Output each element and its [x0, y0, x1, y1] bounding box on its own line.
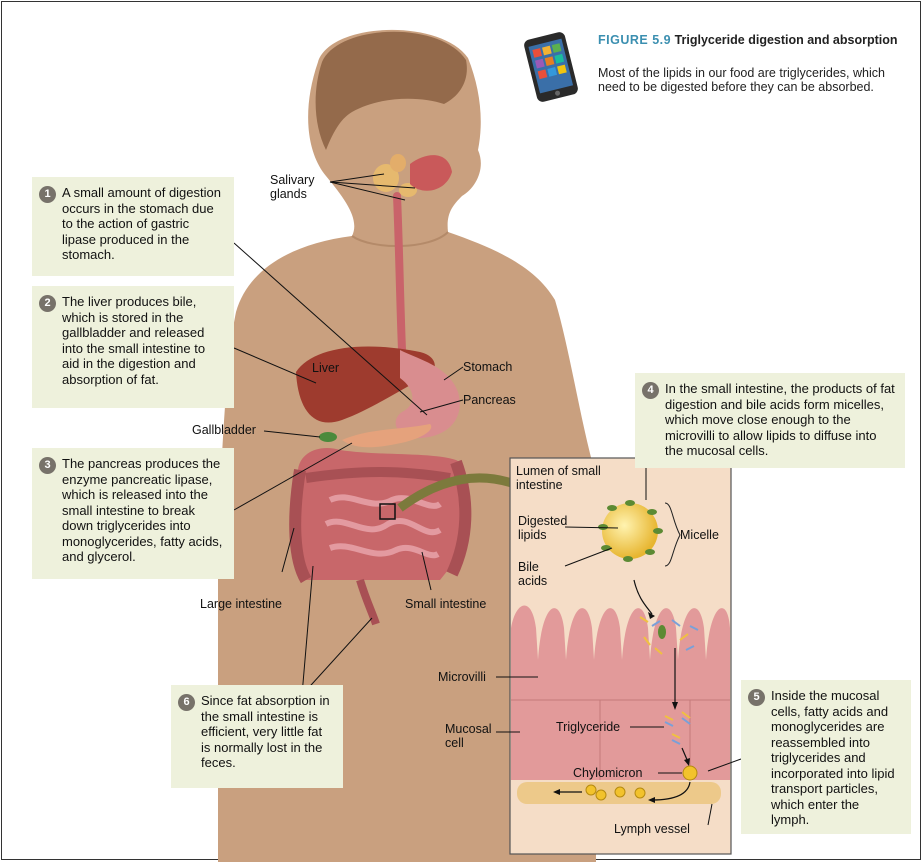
label-salivary-glands: Salivary glands [270, 173, 330, 201]
callout-step-3: 3 The pancreas produces the enzyme pancr… [32, 448, 234, 579]
step-number-badge: 2 [39, 295, 56, 312]
label-microvilli: Microvilli [438, 670, 486, 684]
mobile-device-icon [517, 30, 585, 104]
step-number-badge: 6 [178, 694, 195, 711]
callout-text: The liver produces bile, which is stored… [62, 294, 224, 387]
label-triglyceride: Triglyceride [556, 720, 620, 734]
callout-step-6: 6 Since fat absorption in the small inte… [171, 685, 343, 788]
label-small-intestine: Small intestine [405, 597, 486, 611]
figure-number: FIGURE 5.9 [598, 33, 671, 47]
callout-step-4: 4 In the small intestine, the products o… [635, 373, 905, 468]
label-liver: Liver [312, 361, 339, 375]
label-stomach: Stomach [463, 360, 512, 374]
label-micelle: Micelle [680, 528, 719, 542]
step-number-badge: 4 [642, 382, 659, 399]
label-pancreas: Pancreas [463, 393, 516, 407]
esophagus [397, 196, 402, 350]
step-number-badge: 3 [39, 457, 56, 474]
callout-step-5: 5 Inside the mucosal cells, fatty acids … [741, 680, 911, 834]
label-large-intestine: Large intestine [200, 597, 282, 611]
figure-heading: Triglyceride digestion and absorption [675, 33, 898, 47]
label-gallbladder: Gallbladder [192, 423, 256, 437]
figure-title: FIGURE 5.9 Triglyceride digestion and ab… [598, 33, 908, 47]
callout-step-2: 2 The liver produces bile, which is stor… [32, 286, 234, 408]
callout-text: A small amount of digestion occurs in th… [62, 185, 224, 263]
figure-caption: Most of the lipids in our food are trigl… [598, 66, 908, 94]
step-number-badge: 1 [39, 186, 56, 203]
callout-text: The pancreas produces the enzyme pancrea… [62, 456, 224, 565]
chylomicron-particle [683, 766, 697, 780]
callout-text: In the small intestine, the products of … [665, 381, 895, 459]
step-number-badge: 5 [748, 689, 765, 706]
label-digested-lipids: Digested lipids [518, 514, 576, 542]
label-chylomicron: Chylomicron [573, 766, 642, 780]
callout-text: Inside the mucosal cells, fatty acids an… [771, 688, 901, 828]
gallbladder [319, 432, 337, 442]
label-bile-acids: Bile acids [518, 560, 558, 588]
label-lymph-vessel: Lymph vessel [614, 822, 690, 836]
label-mucosal-cell: Mucosal cell [445, 722, 495, 750]
callout-step-1: 1 A small amount of digestion occurs in … [32, 177, 234, 276]
callout-text: Since fat absorption in the small intest… [201, 693, 333, 771]
label-lumen: Lumen of small intestine [516, 464, 626, 492]
